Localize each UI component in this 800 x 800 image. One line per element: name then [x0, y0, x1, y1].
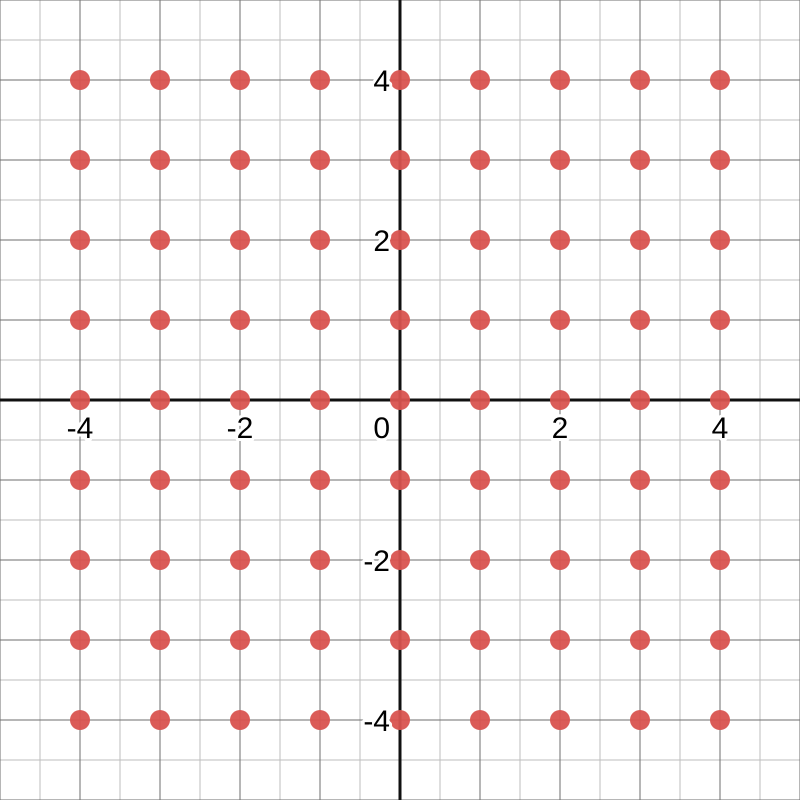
data-point — [390, 710, 410, 730]
data-point — [150, 470, 170, 490]
data-point — [390, 390, 410, 410]
data-point — [310, 150, 330, 170]
data-point — [70, 70, 90, 90]
data-point — [390, 70, 410, 90]
origin-label: 0 — [373, 412, 390, 445]
data-point — [150, 310, 170, 330]
data-point — [630, 550, 650, 570]
data-point — [630, 230, 650, 250]
data-point — [630, 630, 650, 650]
data-point — [630, 70, 650, 90]
data-point — [230, 710, 250, 730]
x-tick-label: 4 — [712, 412, 729, 445]
data-point — [390, 310, 410, 330]
data-point — [230, 150, 250, 170]
data-point — [470, 310, 490, 330]
data-point — [550, 70, 570, 90]
data-point — [70, 150, 90, 170]
data-point — [230, 70, 250, 90]
data-point — [310, 470, 330, 490]
x-tick-label: 2 — [552, 412, 569, 445]
data-point — [70, 630, 90, 650]
data-point — [150, 630, 170, 650]
data-point — [470, 390, 490, 410]
data-point — [470, 630, 490, 650]
data-point — [230, 310, 250, 330]
y-tick-label: 4 — [373, 65, 390, 98]
data-point — [550, 230, 570, 250]
data-point — [310, 390, 330, 410]
data-point — [70, 310, 90, 330]
data-point — [470, 150, 490, 170]
data-point — [550, 150, 570, 170]
x-tick-label: -4 — [67, 412, 94, 445]
data-point — [230, 230, 250, 250]
data-point — [310, 630, 330, 650]
data-point — [390, 230, 410, 250]
data-point — [630, 150, 650, 170]
data-point — [70, 390, 90, 410]
data-point — [710, 550, 730, 570]
y-tick-label: -4 — [363, 705, 390, 738]
data-point — [230, 630, 250, 650]
data-point — [150, 230, 170, 250]
data-point — [710, 710, 730, 730]
data-point — [470, 70, 490, 90]
data-point — [550, 310, 570, 330]
data-point — [150, 550, 170, 570]
data-point — [710, 470, 730, 490]
y-tick-label: 2 — [373, 225, 390, 258]
data-point — [630, 390, 650, 410]
data-point — [390, 150, 410, 170]
data-point — [550, 550, 570, 570]
data-point — [310, 710, 330, 730]
data-point — [710, 70, 730, 90]
tick-labels: -4 -2 2 4 -4 -2 2 4 0 — [64, 62, 732, 741]
data-point — [630, 470, 650, 490]
data-point — [550, 470, 570, 490]
data-point — [230, 390, 250, 410]
data-point — [150, 390, 170, 410]
data-point — [310, 310, 330, 330]
data-point — [470, 470, 490, 490]
data-point — [150, 70, 170, 90]
data-point — [230, 550, 250, 570]
data-point — [710, 230, 730, 250]
data-point — [630, 710, 650, 730]
data-point — [310, 230, 330, 250]
data-point — [630, 310, 650, 330]
data-point — [470, 230, 490, 250]
data-point — [550, 710, 570, 730]
data-point — [710, 630, 730, 650]
data-point — [310, 70, 330, 90]
data-point — [70, 470, 90, 490]
y-tick-label: -2 — [363, 545, 390, 578]
data-points — [70, 70, 730, 730]
data-point — [470, 550, 490, 570]
data-point — [390, 550, 410, 570]
data-point — [710, 150, 730, 170]
data-point — [70, 710, 90, 730]
data-point — [550, 390, 570, 410]
x-tick-label: -2 — [227, 412, 254, 445]
data-point — [470, 710, 490, 730]
data-point — [390, 630, 410, 650]
data-point — [550, 630, 570, 650]
data-point — [230, 470, 250, 490]
data-point — [150, 710, 170, 730]
data-point — [70, 230, 90, 250]
data-point — [390, 470, 410, 490]
data-point — [710, 310, 730, 330]
data-point — [710, 390, 730, 410]
data-point — [310, 550, 330, 570]
data-point — [70, 550, 90, 570]
data-point — [150, 150, 170, 170]
